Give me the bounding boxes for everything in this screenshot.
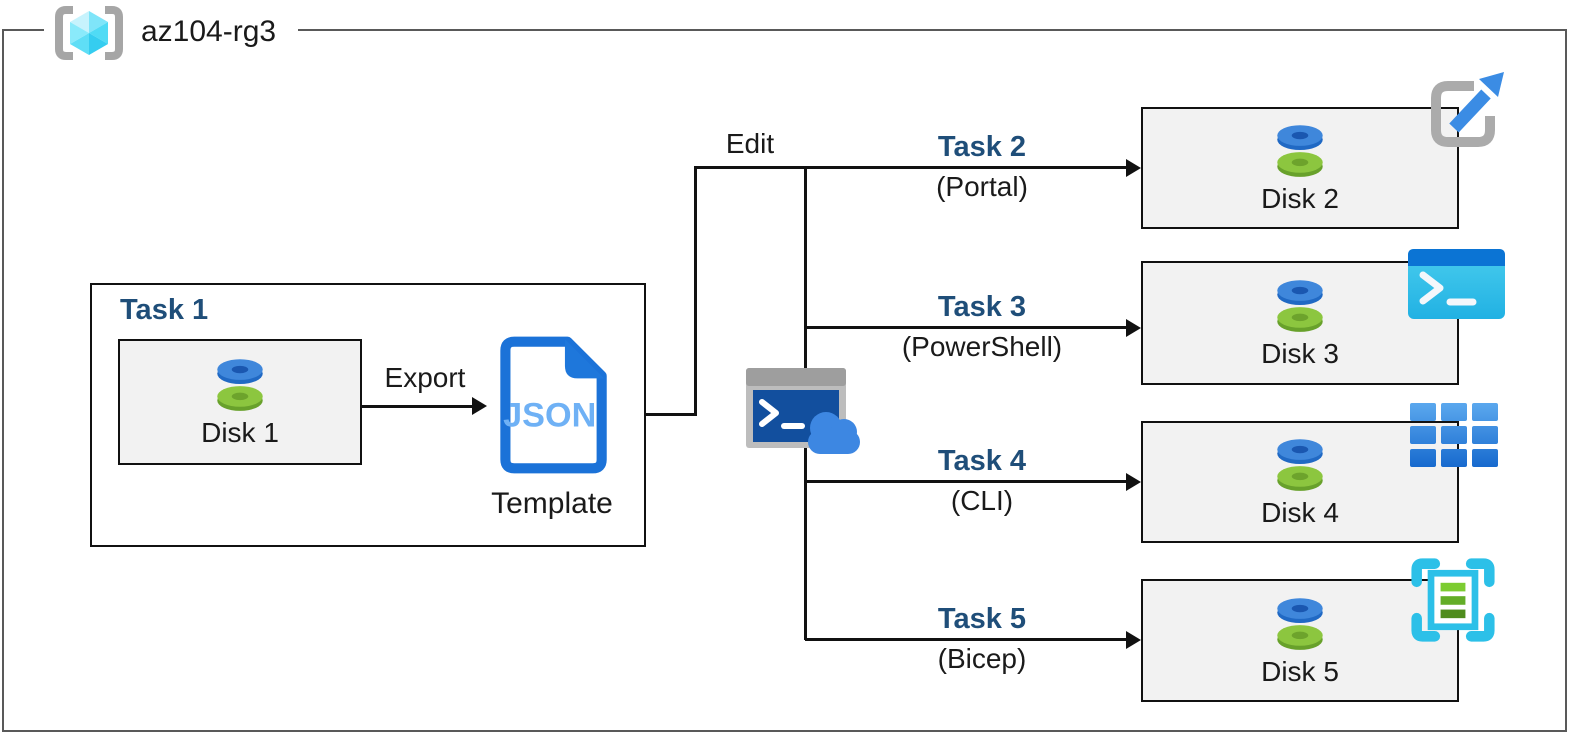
disk3-label: Disk 3: [1261, 338, 1339, 369]
edit-label: Edit: [725, 128, 775, 159]
task5-arrow-line: [805, 638, 1127, 641]
export-arrowhead: [472, 397, 487, 415]
disk4-box: Disk 4: [1141, 421, 1459, 543]
task2-title: Task 2: [937, 131, 1027, 163]
frame-border-gap: [44, 25, 298, 35]
task3-arrowhead: [1126, 319, 1141, 337]
task2-method: (Portal): [936, 171, 1028, 202]
task4-arrow-line: [805, 480, 1127, 483]
managed-disk-icon: [1277, 597, 1323, 650]
task3-title: Task 3: [937, 291, 1027, 323]
export-label: Export: [384, 362, 466, 393]
task2-arrowhead: [1126, 159, 1141, 177]
connector-down-line: [804, 166, 807, 640]
connector-up-line: [694, 166, 697, 416]
managed-disk-icon: [1277, 280, 1323, 332]
task5-arrowhead: [1126, 631, 1141, 649]
disk1-box: Disk 1: [118, 339, 362, 465]
task5-title: Task 5: [937, 603, 1027, 635]
resource-group-frame: [2, 29, 1567, 732]
task4-method: (CLI): [950, 485, 1014, 516]
task4-arrowhead: [1126, 473, 1141, 491]
task2-arrow-line: [694, 166, 1127, 169]
disk3-box: Disk 3: [1141, 261, 1459, 385]
disk5-box: Disk 5: [1141, 579, 1459, 702]
disk2-label: Disk 2: [1261, 183, 1339, 214]
task1-title: Task 1: [120, 294, 209, 326]
managed-disk-icon: [217, 359, 263, 411]
export-arrow-line: [361, 405, 473, 408]
template-caption: Template: [491, 487, 613, 520]
managed-disk-icon: [1277, 439, 1323, 491]
disk4-label: Disk 4: [1261, 497, 1339, 528]
task5-method: (Bicep): [937, 643, 1027, 674]
resource-group-name: az104-rg3: [141, 15, 277, 48]
task3-arrow-line: [805, 326, 1127, 329]
disk5-label: Disk 5: [1261, 655, 1339, 687]
disk1-label: Disk 1: [201, 417, 279, 448]
managed-disk-icon: [1277, 125, 1323, 177]
disk2-box: Disk 2: [1141, 107, 1459, 229]
connector-exit-line: [646, 413, 696, 416]
task4-title: Task 4: [937, 445, 1027, 477]
task3-method: (PowerShell): [901, 331, 1063, 362]
